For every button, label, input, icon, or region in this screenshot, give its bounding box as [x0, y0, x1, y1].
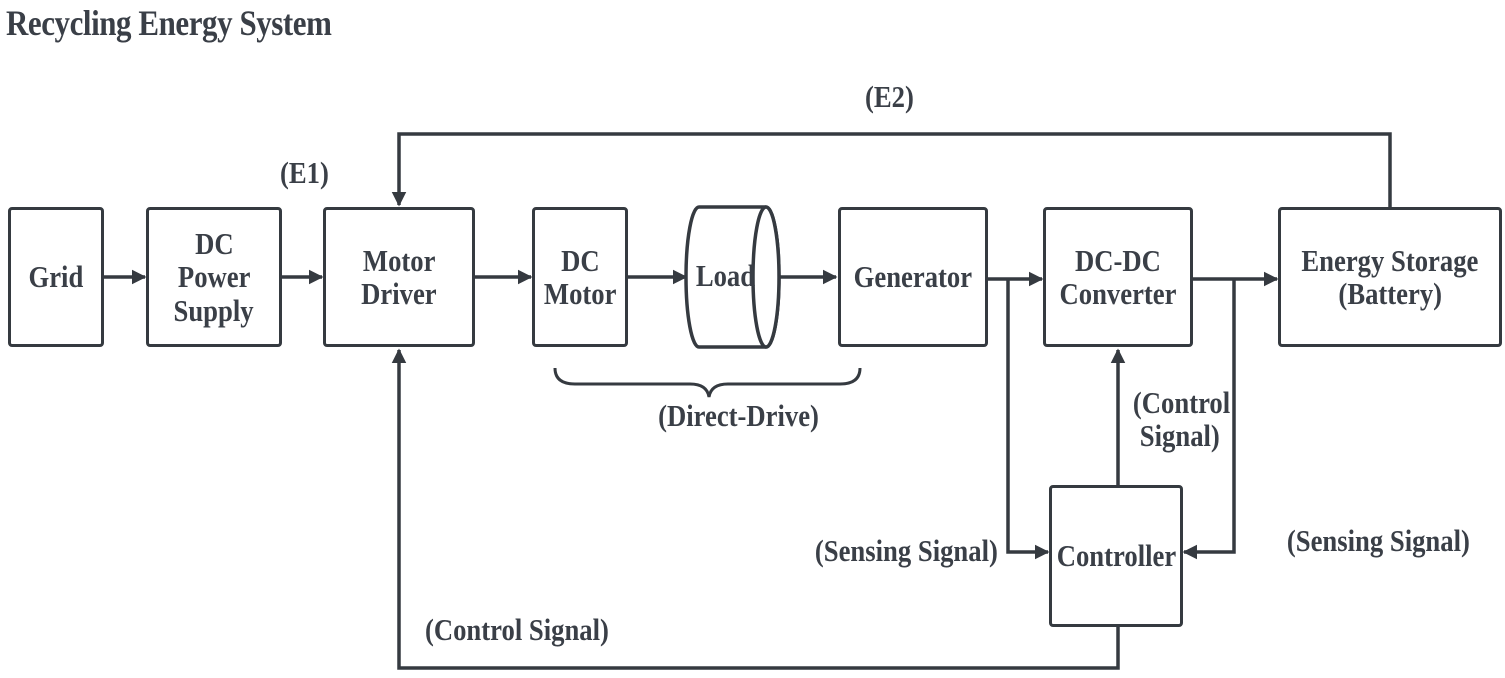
control-signal-converter-label: (Control Signal) — [1133, 386, 1230, 453]
control-signal-converter-line2: Signal) — [1139, 418, 1220, 454]
arrow-sensing-generator-to-controller — [1006, 279, 1050, 560]
motor-driver-block: Motor Driver — [323, 207, 475, 347]
dc-dc-converter-label-line2: Converter — [1059, 276, 1177, 311]
sensing-signal-left-label: (Sensing Signal) — [814, 533, 998, 568]
generator-label: Generator — [853, 259, 973, 295]
load-label: Load — [695, 258, 756, 293]
motor-driver-label-line1: Motor — [362, 242, 436, 278]
dc-dc-converter-block: DC-DC Converter — [1043, 207, 1193, 347]
e2-label: (E2) — [864, 79, 914, 114]
dc-power-supply-block: DC Power Supply — [146, 207, 282, 347]
dc-motor-label-line2: Motor — [543, 276, 617, 311]
generator-block: Generator — [838, 207, 988, 347]
direct-drive-label: (Direct-Drive) — [658, 398, 819, 433]
dc-motor-block: DC Motor — [532, 207, 628, 347]
dc-dc-converter-label-line1: DC-DC — [1075, 242, 1161, 278]
energy-storage-block: Energy Storage (Battery) — [1278, 207, 1502, 347]
direct-drive-brace — [553, 367, 862, 398]
arrow-e2-storage-to-motor-driver — [391, 132, 1392, 207]
grid-label: Grid — [28, 259, 84, 295]
energy-storage-label-line2: (Battery) — [1338, 276, 1442, 311]
arrow-sensing-converter-to-controller — [1182, 279, 1236, 560]
dc-motor-label-line1: DC — [560, 242, 600, 278]
motor-driver-label-line2: Driver — [361, 276, 437, 311]
dc-power-supply-label-line1: DC — [194, 225, 234, 261]
sensing-signal-right-label: (Sensing Signal) — [1286, 523, 1470, 558]
diagram-title: Recycling Energy System — [6, 3, 332, 43]
control-signal-bottom-label: (Control Signal) — [424, 612, 609, 647]
load-cylinder — [684, 205, 781, 349]
controller-label: Controller — [1056, 538, 1176, 574]
dc-power-supply-label-line3: Supply — [173, 292, 255, 328]
energy-storage-label-line1: Energy Storage — [1301, 242, 1479, 278]
dc-power-supply-label-line2: Power — [177, 259, 251, 295]
arrow-controller-to-motor-driver — [391, 348, 1120, 670]
control-signal-converter-line1: (Control — [1132, 385, 1231, 420]
controller-block: Controller — [1049, 485, 1183, 627]
grid-block: Grid — [8, 207, 104, 347]
e1-label: (E1) — [279, 155, 329, 190]
